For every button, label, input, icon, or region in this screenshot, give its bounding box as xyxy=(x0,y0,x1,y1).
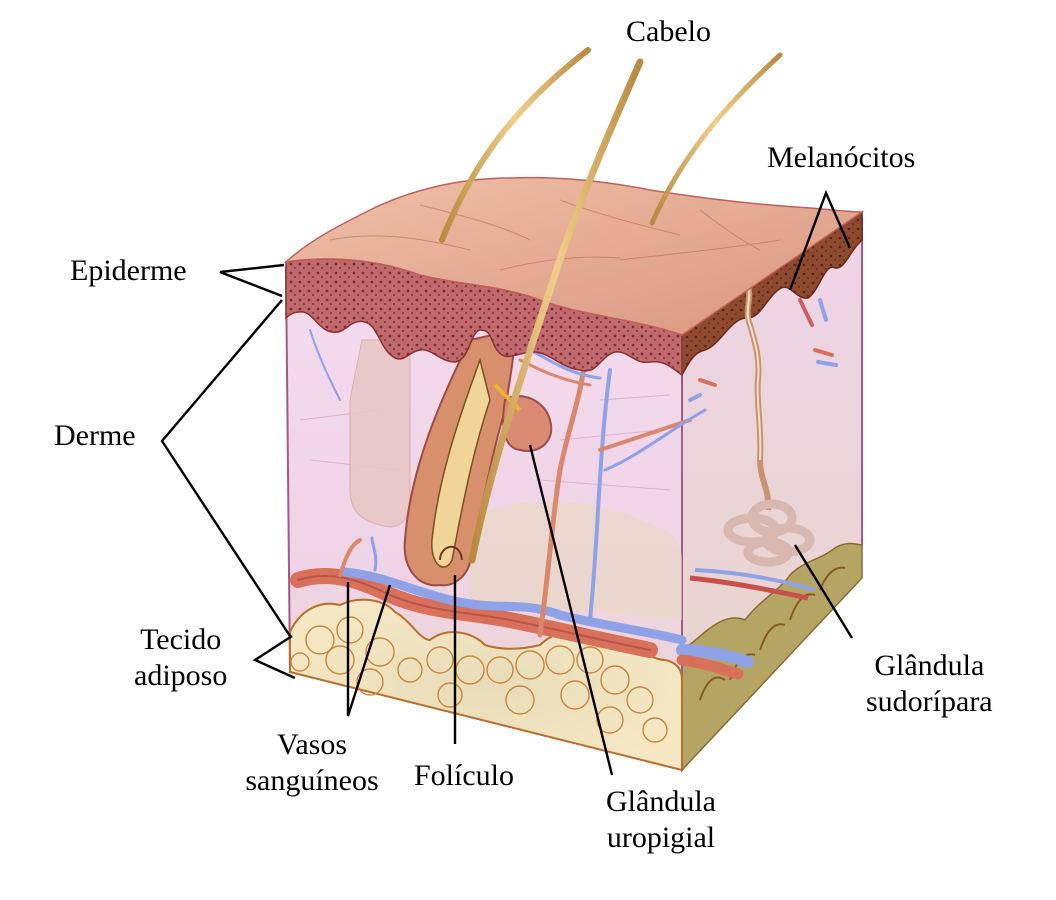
duct-cylinder xyxy=(349,339,411,528)
hair-follicle xyxy=(403,328,553,587)
label-glandula-uropigial-line1: Glândula xyxy=(606,785,716,818)
label-foliculo: Folículo xyxy=(414,759,515,792)
leader-glandula-uropigial xyxy=(528,444,614,776)
label-glandula-uropigial-line2: uropigial xyxy=(606,821,716,854)
label-glandula-sudoripara-line1: Glândula xyxy=(874,649,985,682)
blood-vessels xyxy=(290,329,754,680)
label-glandula-uropigial: Glândula uropigial xyxy=(606,784,716,856)
leader-melanocitos xyxy=(788,189,852,291)
leader-tecido-adiposo xyxy=(252,634,296,680)
label-derme: Derme xyxy=(54,419,136,452)
hairs xyxy=(439,47,783,564)
label-glandula-sudoripara: Glândula sudorípara xyxy=(866,648,993,720)
label-tecido-adiposo-line2: adiposo xyxy=(134,659,228,692)
leader-glandula-sudoripara xyxy=(793,544,854,639)
leader-epiderme xyxy=(219,263,285,298)
leader-lines xyxy=(160,189,854,776)
label-vasos-sanguineos: Vasos sanguíneos xyxy=(232,727,392,799)
label-vasos-sanguineos-line1: Vasos xyxy=(276,728,347,761)
label-melanocitos: Melanócitos xyxy=(767,141,916,174)
leader-vasos-sanguineos xyxy=(346,582,392,717)
leader-derme xyxy=(160,299,292,637)
label-tecido-adiposo: Tecido adiposo xyxy=(134,622,227,694)
label-epiderme: Epiderme xyxy=(70,254,187,287)
label-vasos-sanguineos-line2: sanguíneos xyxy=(245,764,379,797)
label-tecido-adiposo-line1: Tecido xyxy=(140,623,222,656)
label-cabelo: Cabelo xyxy=(626,15,711,48)
block-right-face xyxy=(681,210,863,773)
skin-surface xyxy=(283,176,865,336)
sweat-gland-coil xyxy=(723,499,815,567)
label-glandula-sudoripara-line2: sudorípara xyxy=(866,685,993,718)
